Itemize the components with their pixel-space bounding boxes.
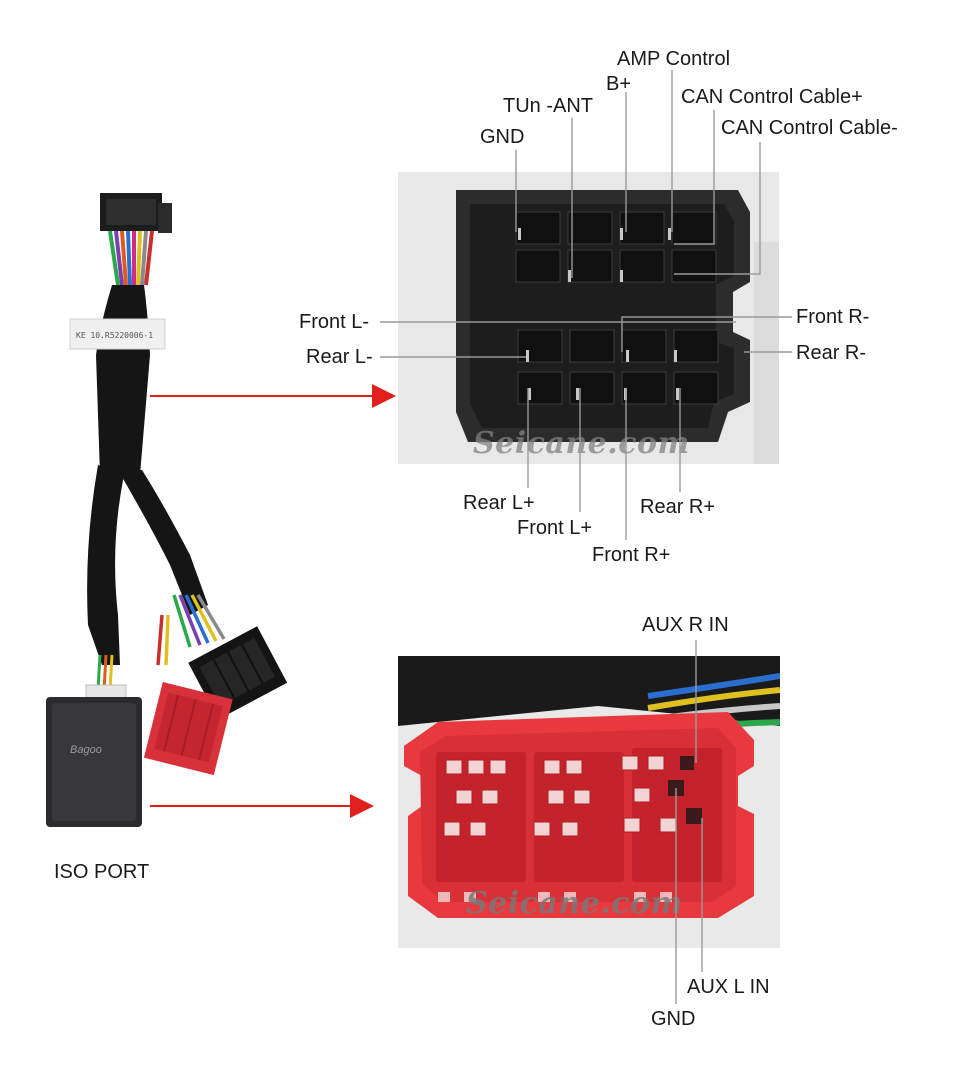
leader-front-r-minus [621, 316, 792, 352]
watermark-bottom: Seicane.com [466, 886, 683, 921]
box-brand-logo: Bagoo [70, 744, 102, 756]
label-front-r-minus: Front R- [796, 306, 870, 328]
label-rear-r-plus: Rear R+ [640, 496, 716, 518]
label-front-l-minus: Front L- [299, 311, 370, 333]
label-aux-l-in: AUX L IN [687, 976, 770, 998]
bottom-connector-photo: Seicane.com [398, 656, 780, 948]
label-rear-r-minus: Rear R- [796, 342, 867, 364]
label-b-plus: B+ [606, 73, 632, 95]
label-can-plus: CAN Control Cable+ [681, 86, 863, 108]
leader-can-minus [674, 142, 761, 275]
label-gnd-bottom: GND [651, 1008, 696, 1030]
harness-photo: KE 10.R5220006-1 [40, 185, 300, 835]
cable-tag: KE 10.R5220006-1 [76, 331, 153, 340]
iso-port-label: ISO PORT [54, 861, 150, 883]
label-front-l-plus: Front L+ [517, 517, 593, 539]
label-rear-l-minus: Rear L- [306, 346, 373, 368]
label-can-minus: CAN Control Cable- [721, 117, 898, 139]
label-aux-r-in: AUX R IN [642, 614, 729, 636]
label-gnd: GND [480, 126, 525, 148]
label-amp-control: AMP Control [617, 48, 731, 70]
leader-can-plus [674, 110, 715, 245]
label-tun-ant: TUn -ANT [503, 95, 593, 117]
label-front-r-plus: Front R+ [592, 544, 671, 566]
label-rear-l-plus: Rear L+ [463, 492, 535, 514]
watermark-top: Seicane.com [473, 426, 690, 461]
